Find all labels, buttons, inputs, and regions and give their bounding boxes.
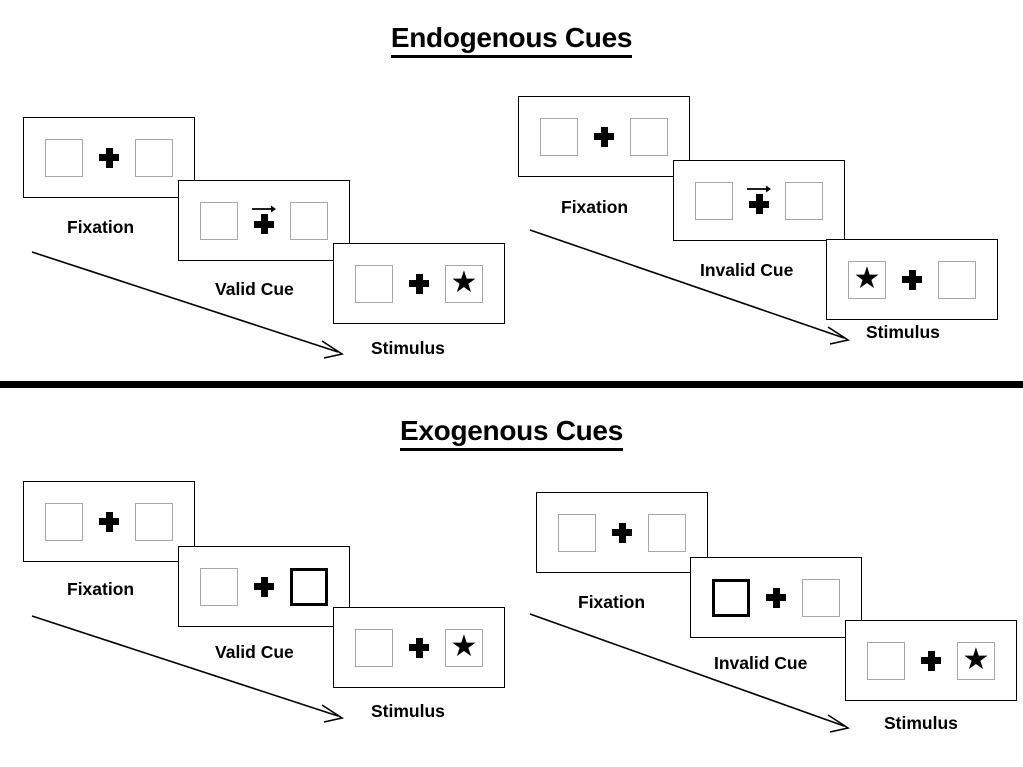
stimulus-box-right <box>135 502 173 541</box>
fixation-cross-wrap <box>97 139 121 177</box>
fixation-cross-wrap <box>900 261 924 299</box>
panel-endogenous-valid-cue <box>178 180 350 261</box>
stimulus-box-right <box>630 117 668 156</box>
fixation-cross-wrap <box>747 182 771 220</box>
panel-endogenous-invalid-fixation <box>518 96 690 177</box>
stimulus-box-left <box>558 513 596 552</box>
section-title-endogenous: Endogenous Cues <box>0 22 1023 58</box>
stimulus-box-left <box>867 641 905 680</box>
fixation-cross-icon <box>766 587 786 608</box>
stimulus-box-left <box>200 567 238 606</box>
panel-caption-invalid-cue: Invalid Cue <box>700 260 794 280</box>
panel-exogenous-valid-stimulus: ★ <box>333 607 505 688</box>
fixation-cross-icon <box>612 522 632 543</box>
stimulus-box-left <box>355 264 393 303</box>
fixation-cross-icon <box>409 637 429 658</box>
cue-arrow-right-icon <box>251 201 277 212</box>
panel-caption-stimulus: Stimulus <box>866 322 940 342</box>
time-arrow-endogenous-invalid <box>528 226 858 356</box>
panel-caption-stimulus: Stimulus <box>371 701 445 721</box>
stimulus-box-right: ★ <box>445 264 483 303</box>
stimulus-box-right <box>290 201 328 240</box>
star-icon: ★ <box>450 265 478 299</box>
fixation-cross-wrap <box>592 118 616 156</box>
time-arrow-endogenous-valid <box>30 248 350 368</box>
fixation-cross-wrap <box>97 503 121 541</box>
fixation-cross-icon <box>594 126 614 147</box>
panel-exogenous-valid-fixation <box>23 481 195 562</box>
stimulus-box-right <box>938 260 976 299</box>
panel-exogenous-invalid-fixation <box>536 492 708 573</box>
stimulus-box-left-cued <box>712 578 750 617</box>
stimulus-box-left: ★ <box>848 260 886 299</box>
fixation-cross-icon <box>749 194 769 214</box>
fixation-cross-wrap <box>610 514 634 552</box>
star-icon: ★ <box>853 261 881 295</box>
stimulus-box-left <box>355 628 393 667</box>
fixation-cross-icon <box>409 273 429 294</box>
panel-caption-invalid-cue: Invalid Cue <box>714 653 808 673</box>
stimulus-box-right <box>785 181 823 220</box>
stimulus-box-right <box>135 138 173 177</box>
stimulus-box-left <box>45 502 83 541</box>
stimulus-box-left <box>695 181 733 220</box>
panel-caption-fixation: Fixation <box>67 579 135 599</box>
panel-caption-stimulus: Stimulus <box>371 338 445 358</box>
star-icon: ★ <box>450 629 478 663</box>
fixation-cross-icon <box>99 147 119 168</box>
panel-caption-valid-cue: Valid Cue <box>215 279 294 299</box>
fixation-cross-icon <box>921 650 941 671</box>
stimulus-box-right: ★ <box>957 641 995 680</box>
panel-caption-stimulus: Stimulus <box>884 713 958 733</box>
panel-caption-fixation: Fixation <box>561 197 629 217</box>
star-icon: ★ <box>962 642 990 676</box>
section-title-exogenous: Exogenous Cues <box>0 415 1023 451</box>
stimulus-box-right <box>648 513 686 552</box>
fixation-cross-wrap <box>252 568 276 606</box>
stimulus-box-left <box>540 117 578 156</box>
fixation-cross-icon <box>254 214 274 234</box>
fixation-cross-icon <box>99 511 119 532</box>
cue-arrow-right-icon <box>746 181 772 192</box>
fixation-cross-wrap <box>407 265 431 303</box>
panel-endogenous-valid-fixation <box>23 117 195 198</box>
panel-endogenous-valid-stimulus: ★ <box>333 243 505 324</box>
fixation-cross-wrap <box>919 642 943 680</box>
stimulus-box-right-cued <box>290 567 328 606</box>
section-divider <box>0 381 1023 388</box>
panel-exogenous-invalid-cue <box>690 557 862 638</box>
panel-caption-fixation: Fixation <box>67 217 135 237</box>
fixation-cross-icon <box>254 576 274 597</box>
panel-exogenous-invalid-stimulus: ★ <box>845 620 1017 701</box>
panel-endogenous-invalid-cue <box>673 160 845 241</box>
panel-exogenous-valid-cue <box>178 546 350 627</box>
stimulus-box-right: ★ <box>445 628 483 667</box>
time-arrow-exogenous-valid <box>30 612 350 732</box>
section-title-exogenous-text: Exogenous Cues <box>400 415 623 451</box>
fixation-cross-wrap <box>252 202 276 240</box>
section-title-endogenous-text: Endogenous Cues <box>390 22 632 58</box>
panel-caption-fixation: Fixation <box>578 592 646 612</box>
stimulus-box-left <box>45 138 83 177</box>
stimulus-box-right <box>802 578 840 617</box>
fixation-cross-wrap <box>764 579 788 617</box>
panel-caption-valid-cue: Valid Cue <box>215 642 294 662</box>
panel-endogenous-invalid-stimulus: ★ <box>826 239 998 320</box>
fixation-cross-wrap <box>407 629 431 667</box>
stimulus-box-left <box>200 201 238 240</box>
fixation-cross-icon <box>902 269 922 290</box>
